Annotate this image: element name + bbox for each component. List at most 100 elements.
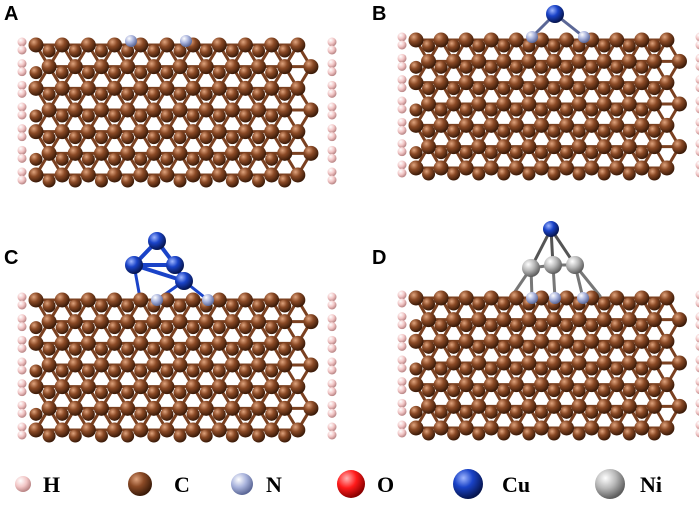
carbon-atom: [421, 355, 437, 371]
carbon-atom: [303, 314, 319, 330]
carbon-atom-back: [434, 146, 448, 160]
carbon-atom: [54, 80, 70, 96]
carbon-atom-back: [94, 44, 108, 58]
hydrogen-atom: [327, 80, 337, 90]
carbon-atom-back: [265, 321, 279, 335]
carbon-atom: [211, 335, 227, 351]
hydrogen-atom: [397, 83, 407, 93]
carbon-atom: [224, 400, 240, 416]
carbon-atom-back: [434, 103, 448, 117]
carbon-atom-back: [42, 299, 56, 313]
panel-label-d: D: [372, 247, 387, 269]
carbon-atom-back: [238, 109, 252, 123]
carbon-atom: [237, 335, 253, 351]
carbon-atom-back: [409, 103, 423, 117]
hydrogen-atom: [327, 132, 337, 142]
carbon-atom-back: [610, 319, 624, 333]
carbon-atom: [159, 422, 175, 438]
carbon-atom-back: [147, 44, 161, 58]
hydrogen-atom: [397, 406, 407, 416]
carbon-atom-back: [238, 66, 252, 80]
hydrogen-atom: [17, 335, 27, 345]
carbon-atom-back: [173, 87, 187, 101]
legend-label-o: O: [377, 472, 394, 497]
carbon-atom: [264, 37, 280, 53]
carbon-atom: [146, 400, 162, 416]
hydrogen-atom: [327, 292, 337, 302]
hydrogen-atom: [397, 398, 407, 408]
hydrogen-atom: [695, 83, 699, 93]
hydrogen-atom: [327, 167, 337, 177]
carbon-atom: [237, 292, 253, 308]
hydrogen-atom: [17, 45, 27, 55]
carbon-atom-back: [147, 87, 161, 101]
carbon-atom-back: [147, 386, 161, 400]
nitrogen-atom: [577, 292, 589, 304]
carbon-atom-back: [121, 87, 135, 101]
carbon-atom: [609, 75, 625, 91]
hydrogen-atom: [397, 168, 407, 178]
carbon-atom-back: [212, 407, 226, 421]
nitrogen-atom: [151, 294, 163, 306]
carbon-atom: [559, 420, 575, 436]
carbon-atom-back: [225, 429, 239, 443]
carbon-atom: [433, 377, 449, 393]
carbon-atom: [433, 290, 449, 306]
carbon-atom: [28, 124, 44, 140]
carbon-atom: [471, 139, 487, 155]
carbon-atom-back: [81, 321, 95, 335]
carbon-atom-back: [509, 405, 523, 419]
hydrogen-atom: [17, 102, 27, 112]
carbon-atom-back: [472, 384, 486, 398]
carbon-atom-back: [108, 321, 122, 335]
carbon-atom: [290, 335, 306, 351]
carbon-atom-back: [534, 60, 548, 74]
carbon-atom: [93, 102, 109, 118]
carbon-atom-back: [68, 174, 82, 188]
nickel-atom: [522, 259, 540, 277]
carbon-atom: [41, 145, 57, 161]
carbon-atom-back: [94, 299, 108, 313]
carbon-atom: [546, 398, 562, 414]
carbon-atom-back: [199, 131, 213, 145]
carbon-atom: [659, 420, 675, 436]
carbon-atom-back: [265, 152, 279, 166]
carbon-atom-back: [547, 124, 561, 138]
hydrogen-atom: [17, 132, 27, 142]
carbon-atom-back: [484, 319, 498, 333]
carbon-atom: [408, 32, 424, 48]
carbon-atom: [159, 37, 175, 53]
copper-atom: [125, 256, 143, 274]
carbon-atom: [224, 59, 240, 75]
carbon-atom-back: [447, 39, 461, 53]
hydrogen-atom: [327, 88, 337, 98]
nickel-atom: [566, 256, 584, 274]
carbon-atom-back: [597, 124, 611, 138]
carbon-atom-back: [585, 362, 599, 376]
carbon-atom-back: [186, 152, 200, 166]
carbon-atom-back: [147, 342, 161, 356]
carbon-atom-back: [597, 384, 611, 398]
hydrogen-atom: [397, 125, 407, 135]
carbon-atom: [609, 160, 625, 176]
carbon-atom-back: [42, 429, 56, 443]
carbon-atom: [559, 333, 575, 349]
carbon-atom: [421, 398, 437, 414]
hydrogen-atom: [695, 117, 699, 127]
carbon-atom: [533, 333, 549, 349]
carbon-atom-back: [572, 167, 586, 181]
carbon-atom: [559, 75, 575, 91]
carbon-atom: [659, 117, 675, 133]
carbon-atom-back: [597, 167, 611, 181]
carbon-atom-back: [635, 319, 649, 333]
carbon-atom: [508, 290, 524, 306]
hydrogen-atom: [695, 160, 699, 170]
carbon-atom: [146, 314, 162, 330]
hydrogen-atom: [695, 341, 699, 351]
hydrogen-atom: [695, 96, 699, 106]
carbon-atom-back: [134, 407, 148, 421]
carbon-atom-back: [547, 82, 561, 96]
carbon-atom: [621, 312, 637, 328]
carbon-atom-back: [94, 342, 108, 356]
carbon-atom: [41, 102, 57, 118]
